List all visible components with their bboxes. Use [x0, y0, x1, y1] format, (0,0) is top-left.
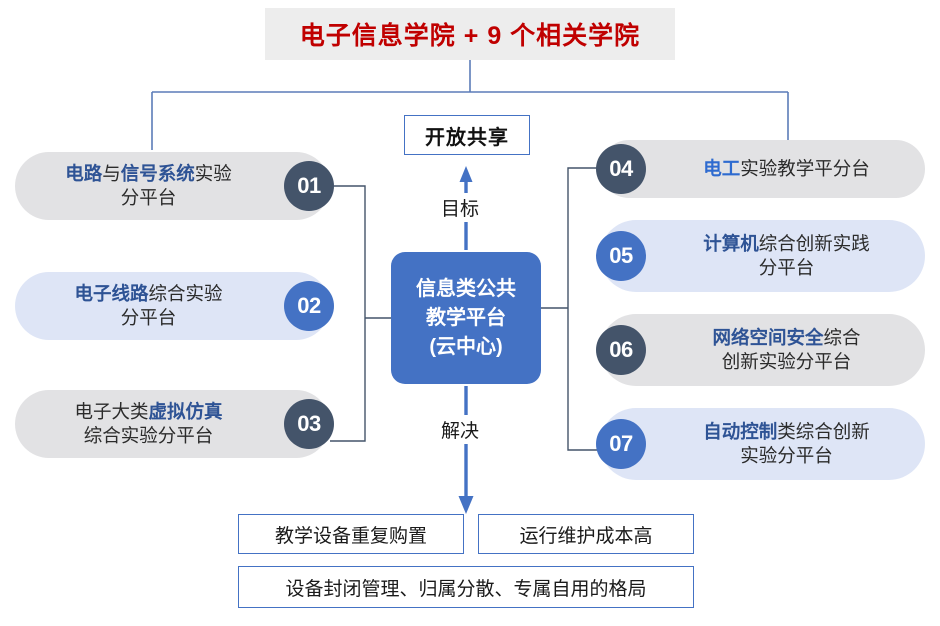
platform-04-seg-a: 电工	[703, 157, 741, 179]
platform-01-line2: 分平台	[120, 187, 177, 208]
platform-card-01[interactable]: 电路与信号系统实验 分平台 01	[15, 152, 334, 220]
core-line-1: 信息类公共	[416, 277, 516, 300]
platform-07-seg-d: 类综合创新	[777, 420, 870, 442]
platform-03-seg-b: 电子大类	[74, 400, 149, 422]
platform-label-01: 电路与信号系统实验 分平台	[15, 162, 282, 211]
diagram-title-banner: 电子信息学院 + 9 个相关学院	[265, 8, 675, 60]
platform-02-seg-d: 综合实验	[148, 282, 223, 304]
platform-04-seg-d: 实验教学平分台	[740, 157, 870, 179]
platform-05-line2: 分平台	[758, 257, 815, 278]
platform-label-07: 自动控制类综合创新 实验分平台	[648, 420, 925, 469]
page-title: 电子信息学院 + 9 个相关学院	[300, 16, 640, 52]
title-main: 电子信息学院	[299, 22, 456, 50]
goal-box-open-sharing[interactable]: 开放共享	[404, 115, 530, 155]
core-platform-box[interactable]: 信息类公共 教学平台 (云中心)	[391, 252, 541, 384]
platform-label-04: 电工实验教学平分台	[648, 157, 925, 181]
platform-number-01: 01	[284, 161, 334, 211]
title-secondary: 9 个相关学院	[487, 22, 641, 50]
edge-label-solve: 解决	[434, 415, 487, 444]
platform-label-06: 网络空间安全综合 创新实验分平台	[648, 326, 925, 375]
platform-06-seg-a: 网络空间安全	[712, 326, 824, 348]
platform-card-05[interactable]: 05 计算机综合创新实践 分平台	[596, 220, 925, 292]
platform-01-seg-a: 电路	[65, 162, 103, 184]
core-line-3: (云中心)	[429, 335, 503, 358]
platform-card-07[interactable]: 07 自动控制类综合创新 实验分平台	[596, 408, 925, 480]
problem-box-2[interactable]: 运行维护成本高	[478, 514, 694, 554]
platform-label-02: 电子线路综合实验 分平台	[15, 282, 282, 331]
platform-06-seg-d: 综合	[823, 326, 861, 348]
platform-label-05: 计算机综合创新实践 分平台	[648, 232, 925, 281]
platform-card-04[interactable]: 04 电工实验教学平分台	[596, 140, 925, 198]
platform-number-02: 02	[284, 281, 334, 331]
platform-01-seg-c: 信号系统	[120, 162, 195, 184]
platform-number-07: 07	[596, 419, 646, 469]
platform-number-05: 05	[596, 231, 646, 281]
platform-05-seg-a: 计算机	[703, 232, 759, 254]
platform-07-seg-a: 自动控制	[703, 420, 778, 442]
platform-02-line2: 分平台	[120, 307, 177, 328]
platform-01-seg-d: 实验	[194, 162, 232, 184]
goal-box-label: 开放共享	[425, 126, 509, 149]
platform-03-seg-c: 虚拟仿真	[148, 400, 223, 422]
platform-number-03: 03	[284, 399, 334, 449]
platform-07-line2: 实验分平台	[740, 445, 833, 466]
core-line-2: 教学平台	[426, 306, 506, 329]
platform-01-seg-b: 与	[102, 162, 121, 184]
title-plus: +	[463, 22, 480, 50]
platform-06-line2: 创新实验分平台	[721, 351, 852, 372]
platform-label-03: 电子大类虚拟仿真 综合实验分平台	[15, 400, 282, 449]
platform-02-seg-a: 电子线路	[74, 282, 149, 304]
problem-box-1[interactable]: 教学设备重复购置	[238, 514, 464, 554]
platform-card-03[interactable]: 电子大类虚拟仿真 综合实验分平台 03	[15, 390, 334, 458]
edge-label-goal: 目标	[434, 193, 487, 222]
platform-number-04: 04	[596, 144, 646, 194]
platform-05-seg-d: 综合创新实践	[758, 232, 870, 254]
platform-card-02[interactable]: 电子线路综合实验 分平台 02	[15, 272, 334, 340]
platform-03-line2: 综合实验分平台	[83, 425, 214, 446]
platform-card-06[interactable]: 06 网络空间安全综合 创新实验分平台	[596, 314, 925, 386]
problem-box-3[interactable]: 设备封闭管理、归属分散、专属自用的格局	[238, 566, 694, 608]
platform-number-06: 06	[596, 325, 646, 375]
